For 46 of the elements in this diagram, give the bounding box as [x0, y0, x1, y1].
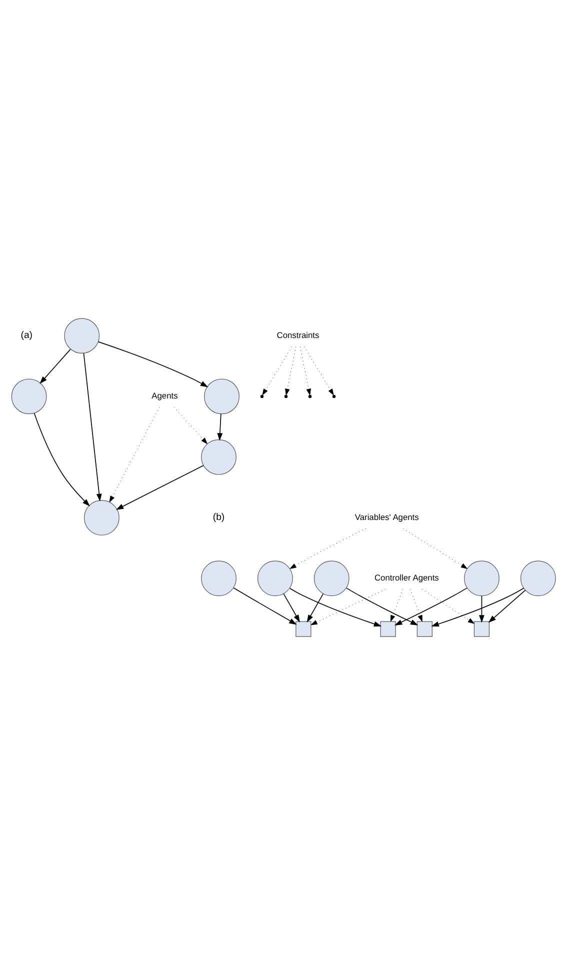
arrow [394, 588, 468, 626]
arrow [488, 590, 526, 623]
label: (a) [20, 330, 33, 342]
label: (b) [212, 512, 225, 524]
arrow [116, 465, 204, 510]
arrow [283, 593, 300, 622]
node-box [416, 621, 432, 637]
arrow [174, 407, 208, 444]
arrow [479, 596, 484, 623]
node-text: Variables' Agents [354, 512, 419, 522]
node-circle [520, 560, 556, 596]
node-circle [314, 560, 350, 596]
node-circle [64, 318, 100, 354]
node-text: Constraints [276, 330, 320, 340]
node-text: Agents [152, 390, 178, 401]
node-circle [11, 378, 47, 414]
arrow [83, 352, 102, 502]
arrow [290, 528, 366, 569]
arrow [262, 346, 292, 396]
arrow [346, 588, 418, 626]
arrow [217, 414, 223, 441]
node-text: Controller Agents [374, 572, 439, 583]
arrow [109, 407, 160, 502]
arrow [289, 588, 382, 627]
arrow [410, 588, 422, 622]
node-circle [201, 560, 236, 596]
arrow [390, 588, 404, 622]
arrow [300, 346, 311, 396]
arrow [304, 346, 334, 396]
node-box [380, 621, 396, 637]
arrow [402, 528, 468, 569]
node-circle [201, 439, 236, 475]
arrow [422, 588, 474, 624]
node-circle [257, 560, 293, 596]
arrow [98, 341, 208, 388]
arrow [306, 593, 324, 622]
arrow [34, 412, 90, 506]
arrow [40, 348, 71, 384]
arrow [431, 588, 524, 627]
arrow [310, 588, 386, 626]
node-box [296, 621, 312, 637]
node-circle [464, 560, 500, 596]
arrow [285, 346, 296, 396]
arrow [233, 587, 297, 625]
node-circle [204, 378, 240, 414]
node-box [474, 621, 490, 637]
